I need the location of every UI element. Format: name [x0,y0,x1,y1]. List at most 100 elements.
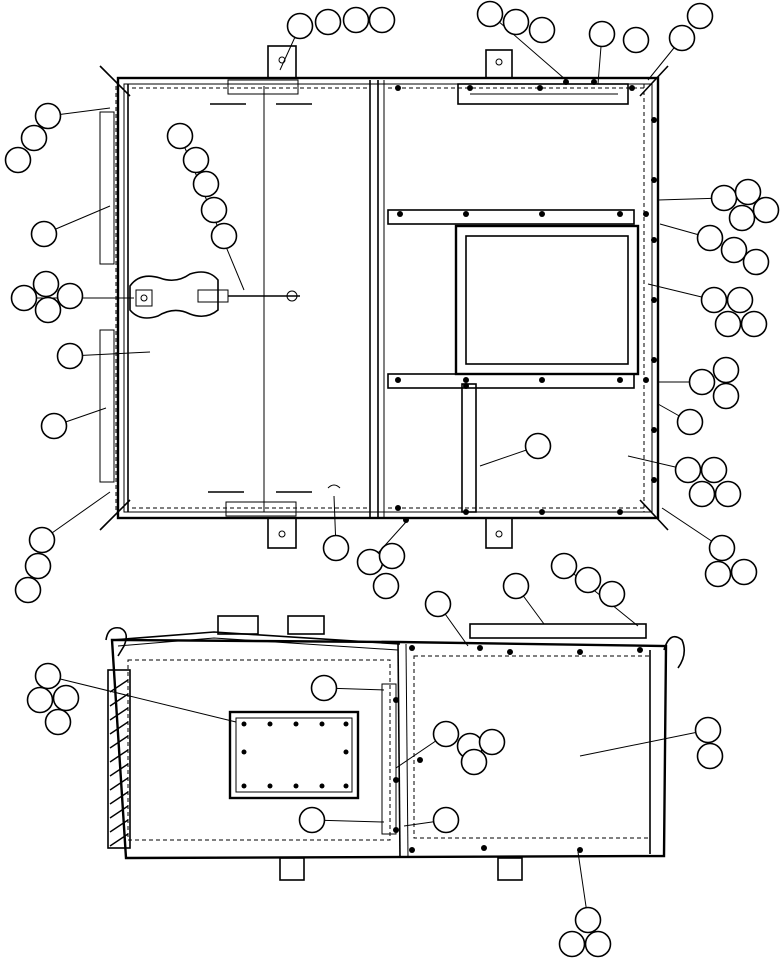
top-view-inner-outline [123,83,653,513]
callout-bubble [56,342,84,370]
callout-group-21 [661,507,758,588]
callout-bubble [558,930,586,958]
latch-top [227,79,299,95]
callout-bubble [700,286,728,314]
bolt [293,721,299,727]
callout-bubble [574,906,602,934]
side-latch-2 [287,615,325,635]
left-side-plate-upper [99,111,115,265]
bolt [467,85,473,91]
bolt [343,721,349,727]
bolt [651,357,657,363]
bolt [417,757,423,763]
callout-group-5 [4,102,111,174]
callout-bubble [322,534,350,562]
bolt [477,645,483,651]
side-hinge [381,683,397,835]
callout-bubble [200,196,228,224]
callout-bubble [584,930,612,958]
callout-bubble [726,286,754,314]
callout-bubble [298,806,326,834]
callout-bubble [210,222,238,250]
callout-group-26 [310,674,385,702]
bolt [577,649,583,655]
leader-line [69,351,151,357]
bolt [267,783,273,789]
inspection-plate [228,710,360,800]
callout-bubble [588,20,616,48]
bolt [409,645,415,651]
callout-bubble [676,408,704,436]
bolt [537,85,543,91]
side-view [105,615,686,881]
callout-bubble [28,526,56,554]
mount-tab-bottom-left [267,517,297,549]
callout-group-17 [647,283,768,338]
callout-bubble [342,6,370,34]
leader-line [41,491,111,541]
callout-bubble [310,674,338,702]
strut [461,383,477,513]
callout-group-3 [588,20,650,85]
latch-bottom [225,501,297,517]
callout-bubble [372,572,400,600]
bolt [617,377,623,383]
hatched-wall [107,669,131,849]
callout-bubble [476,0,504,28]
side-center-divider [397,641,401,859]
bolt [403,517,409,523]
corner-pin-tr [639,65,669,97]
bolt [293,783,299,789]
callout-bubble [700,456,728,484]
callout-group-29 [298,806,385,834]
callout-bubble [550,552,578,580]
callout-group-4 [647,2,714,81]
bolt [643,377,649,383]
callout-bubble [40,412,68,440]
callout-bubble [34,662,62,690]
callout-bubble [26,686,54,714]
callout-group-15 [657,178,780,232]
callout-group-13 [356,521,407,600]
callout-bubble [502,8,530,36]
rail-upper [387,209,635,225]
leader-line [579,729,709,757]
callout-bubble [712,382,740,410]
foot-right [497,857,523,881]
bolt [241,783,247,789]
callout-bubble [528,16,556,44]
callout-bubble [686,2,714,30]
bolt [463,509,469,515]
callout-group-11 [14,491,111,604]
bolt [241,721,247,727]
bolt [267,721,273,727]
bolt [577,847,583,853]
bolt [463,377,469,383]
callout-bubble [734,178,762,206]
callout-bubble [696,742,724,770]
bolt [343,783,349,789]
callout-bubble [728,204,756,232]
callout-bubble [10,284,38,312]
foot-left [279,857,305,881]
callout-bubble [710,184,738,212]
callout-group-1 [279,6,396,71]
callout-bubble [192,170,220,198]
top-view-outline [116,76,660,520]
callout-group-27 [395,720,506,776]
callout-group-25 [26,662,237,736]
top-view-bolts [395,79,657,523]
callout-bubble [460,748,488,776]
callout-group-19 [657,403,704,436]
callout-bubble [478,728,506,756]
callout-bubble [714,480,742,508]
bolt [563,79,569,85]
bolt [651,297,657,303]
callout-group-16 [659,223,770,276]
callout-group-7 [30,205,111,248]
callout-bubble [598,580,626,608]
corner-pin-br [639,499,669,531]
plate-bolts [241,721,349,789]
bolt [637,647,643,653]
